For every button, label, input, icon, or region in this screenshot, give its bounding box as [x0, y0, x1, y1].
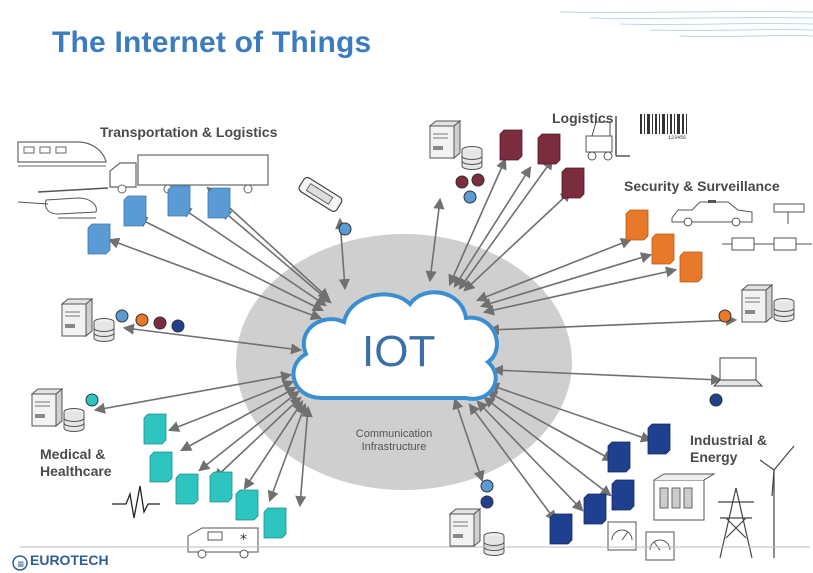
barcode-number: 123456: [668, 135, 687, 141]
device-dot: [480, 479, 494, 493]
device-dot: [85, 393, 99, 407]
gauge-icon: [645, 531, 675, 561]
category-logistics: Logistics: [552, 110, 614, 126]
device-dot: [153, 316, 167, 330]
category-medical-line2: Healthcare: [40, 463, 112, 479]
category-industrial-line1: Industrial &: [690, 432, 768, 448]
server-icon: [429, 120, 461, 159]
transport-devices: [87, 185, 231, 255]
category-industrial-energy: Industrial & Energy: [690, 432, 767, 466]
category-transportation-logistics: Transportation & Logistics: [100, 124, 278, 140]
database-icon: [483, 532, 505, 556]
control-panel-icon: [653, 473, 716, 521]
laptop-icon: [712, 357, 764, 387]
device-dot: [338, 222, 352, 236]
device-dot: [115, 309, 129, 323]
electricity-pylon-icon: [718, 487, 754, 559]
connection-arrows: [93, 157, 738, 522]
device-dot: [463, 190, 477, 204]
category-medical-line1: Medical &: [40, 446, 106, 462]
database-icon: [461, 146, 483, 170]
wind-turbine-icon: [759, 445, 795, 558]
police-car-icon: [671, 200, 753, 227]
device-dot: [471, 173, 485, 187]
iot-label: IOT: [362, 327, 436, 376]
ambulance-icon: *: [187, 527, 259, 559]
surveillance-camera-icon: [773, 203, 805, 224]
barcode-icon: [640, 114, 687, 134]
device-dot: [709, 393, 723, 407]
eurotech-logo-icon: ≡: [12, 555, 28, 571]
category-medical-healthcare: Medical & Healthcare: [40, 446, 112, 480]
device-dot: [718, 309, 732, 323]
handheld-device-icon: [298, 176, 343, 212]
helicopter-icon: [17, 187, 109, 219]
eurotech-logo: EUROTECH: [30, 552, 109, 568]
server-icon: [61, 298, 93, 337]
database-icon: [63, 408, 85, 432]
device-dot: [135, 313, 149, 327]
caption-line1: Communication: [355, 428, 433, 440]
svg-text:≡: ≡: [17, 560, 25, 570]
device-dot: [171, 319, 185, 333]
heartbeat-icon: [112, 485, 160, 519]
database-icon: [773, 298, 795, 322]
svg-text:*: *: [240, 532, 247, 548]
database-icon: [93, 318, 115, 342]
server-icon: [31, 388, 63, 427]
iot-cloud: [291, 290, 499, 401]
forklift-icon: [585, 116, 630, 161]
communication-caption: Communication Infrastructure: [338, 428, 450, 454]
category-industrial-line2: Energy: [690, 449, 738, 465]
caption-line2: Infrastructure: [361, 441, 427, 453]
device-dot: [455, 175, 469, 189]
gauge-icon: [607, 521, 637, 551]
decorative-lines: [559, 10, 813, 38]
truck-icon: [109, 154, 269, 194]
category-security-surveillance: Security & Surveillance: [624, 178, 780, 194]
pipeline-icon: [722, 237, 812, 251]
logistics-devices: [499, 129, 585, 199]
device-dot: [480, 495, 494, 509]
train-icon: [17, 141, 107, 167]
server-icon: [741, 284, 773, 323]
page-title: The Internet of Things: [52, 26, 372, 59]
server-icon: [449, 508, 481, 547]
